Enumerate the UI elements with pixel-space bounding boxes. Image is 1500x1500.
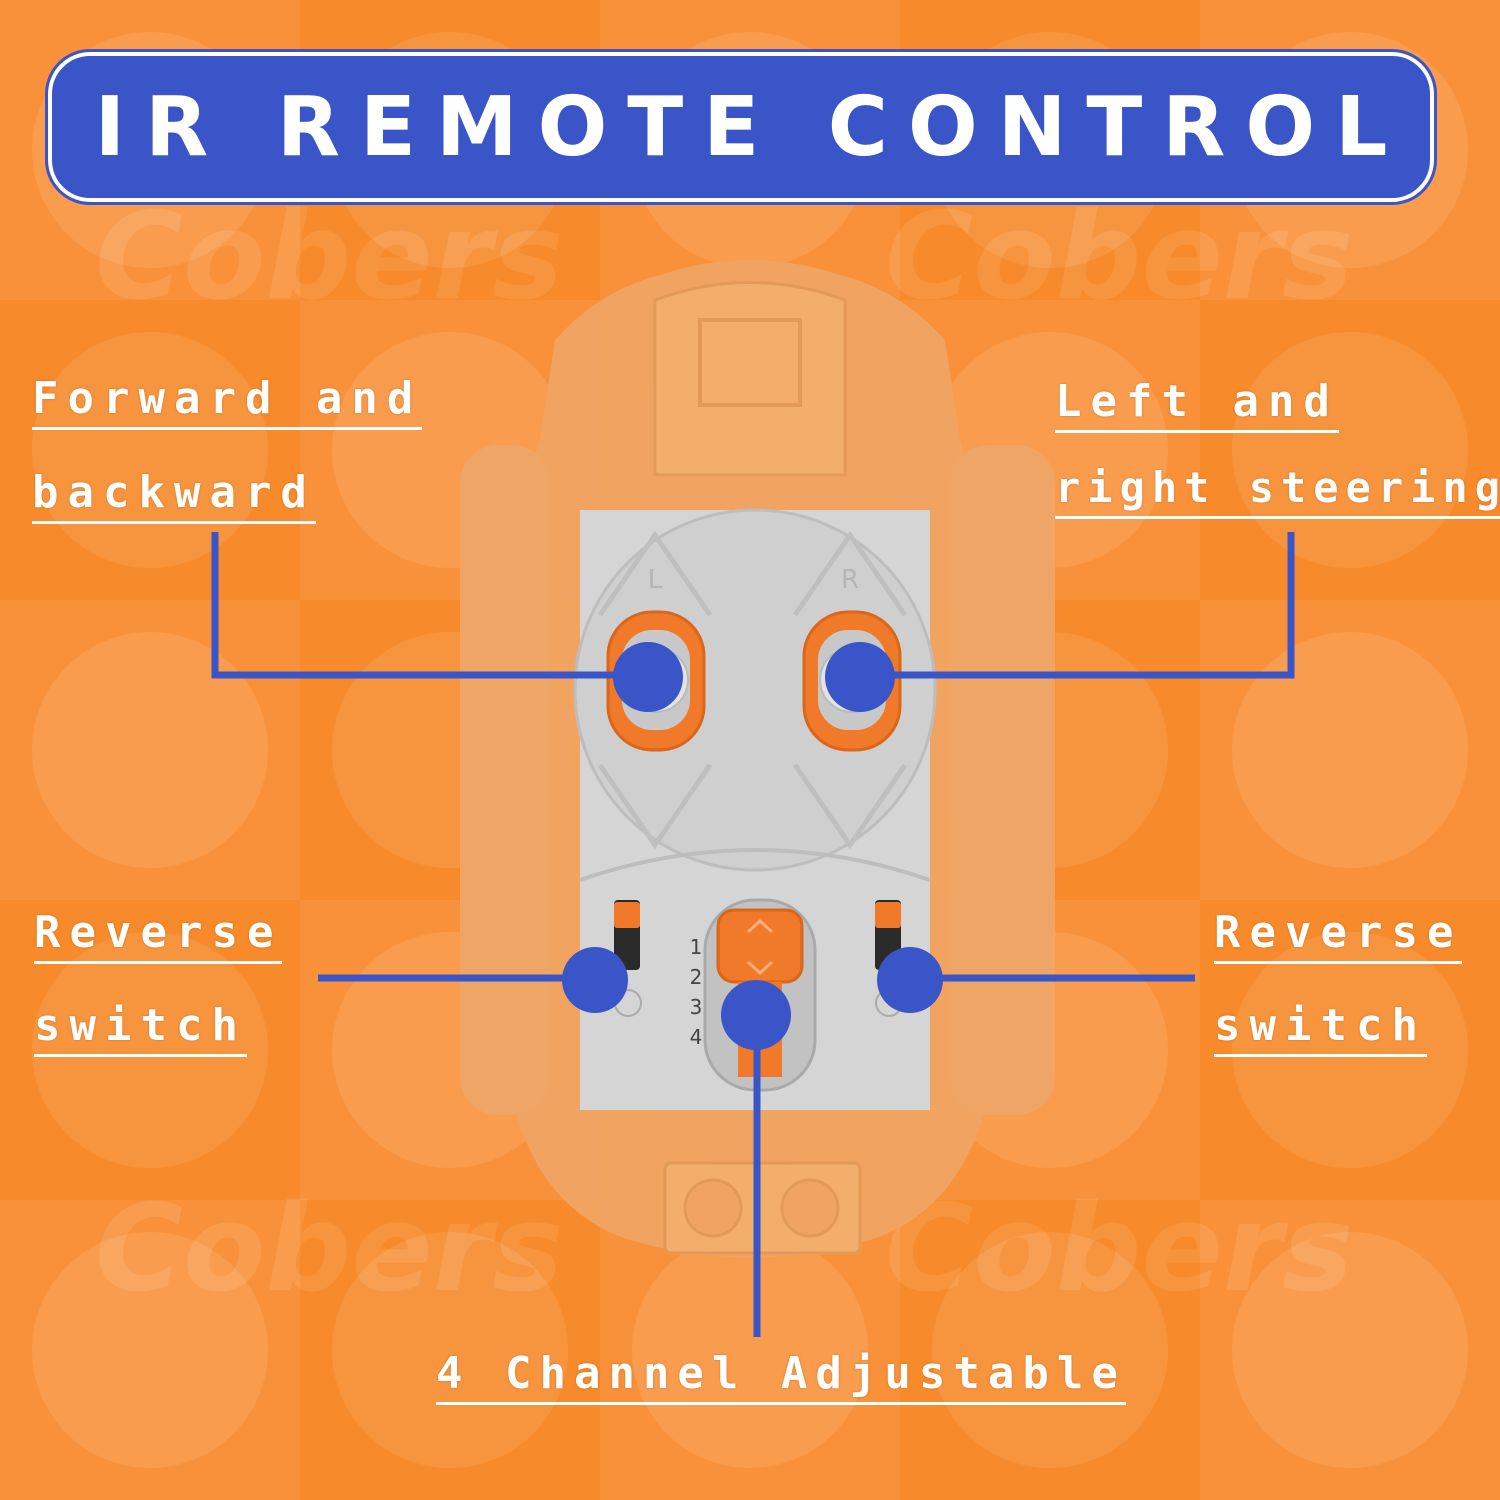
chevron-up-icon xyxy=(746,918,774,934)
background-tile xyxy=(900,1200,1200,1500)
background-tile xyxy=(0,600,300,900)
label-reverse-left-line1: Reverse xyxy=(34,907,283,964)
background-stud xyxy=(632,1232,868,1468)
background-stud xyxy=(932,1232,1168,1468)
background-stud xyxy=(32,1232,268,1468)
label-reverse-right-line2: switch xyxy=(1214,1000,1427,1057)
title-banner: IR REMOTE CONTROL xyxy=(45,49,1437,205)
remote-grip-right xyxy=(950,445,1055,1115)
watermark-top-right: Cobers xyxy=(885,188,1353,327)
label-reverse-left-line2: switch xyxy=(34,1000,247,1057)
background-stud xyxy=(1232,1232,1468,1468)
channel-number-2: 2 xyxy=(690,965,703,989)
callout-dot-steering xyxy=(825,642,895,712)
watermark-bottom-right: Cobers xyxy=(885,1180,1353,1319)
chevron-down-icon xyxy=(746,960,774,976)
callout-line-steering xyxy=(860,532,1295,679)
background-stud xyxy=(1232,932,1468,1168)
arrow-down-right xyxy=(792,763,908,850)
channel-number-1: 1 xyxy=(690,935,703,959)
label-steering-line2: right steering xyxy=(1055,462,1500,519)
control-dial xyxy=(573,508,937,872)
arrow-down-left xyxy=(597,763,713,850)
page-title: IR REMOTE CONTROL xyxy=(94,79,1408,175)
background-stud xyxy=(32,332,268,568)
letter-r: R xyxy=(841,565,859,595)
background-stud xyxy=(1232,332,1468,568)
background-tile xyxy=(0,900,300,1200)
remote-grip-left xyxy=(460,445,550,1115)
callout-dot-channel xyxy=(721,980,791,1050)
background-stud xyxy=(32,632,268,868)
background-tile xyxy=(1200,900,1500,1200)
background-tile xyxy=(1200,1200,1500,1500)
background-tile xyxy=(0,1200,300,1500)
background-stud xyxy=(1232,632,1468,868)
arrow-up-right xyxy=(792,530,908,617)
background-tile xyxy=(300,1200,600,1500)
background-tile xyxy=(0,300,300,600)
label-steering-line1: Left and xyxy=(1055,376,1339,433)
label-forward-line1: Forward and xyxy=(32,373,423,430)
channel-number-4: 4 xyxy=(690,1025,703,1049)
callout-dot-reverse-left xyxy=(562,947,628,1013)
channel-number-3: 3 xyxy=(690,995,703,1019)
letter-l: L xyxy=(648,565,663,595)
ir-window xyxy=(653,281,847,477)
callout-dot-reverse-right xyxy=(877,947,943,1013)
battery-button-left xyxy=(683,1178,743,1238)
ir-window-inner xyxy=(698,318,802,407)
background-tile xyxy=(1200,600,1500,900)
callout-line-forward xyxy=(211,532,650,679)
background-tile xyxy=(1200,300,1500,600)
label-forward-line2: backward xyxy=(32,467,316,524)
watermark-top-left: Cobers xyxy=(95,188,563,327)
label-channel: 4 Channel Adjustable xyxy=(436,1348,1126,1405)
background-stud xyxy=(332,1232,568,1468)
reverse-switch-left-toggle xyxy=(614,902,640,928)
arrow-up-left xyxy=(597,530,713,617)
watermark-bottom-left: Cobers xyxy=(95,1180,563,1319)
background-stud xyxy=(32,932,268,1168)
channel-slot-outline xyxy=(579,848,931,882)
reverse-switch-right-toggle xyxy=(875,902,901,928)
callout-dot-forward xyxy=(613,642,683,712)
battery-button-right xyxy=(780,1178,840,1238)
label-reverse-right-line1: Reverse xyxy=(1214,907,1463,964)
